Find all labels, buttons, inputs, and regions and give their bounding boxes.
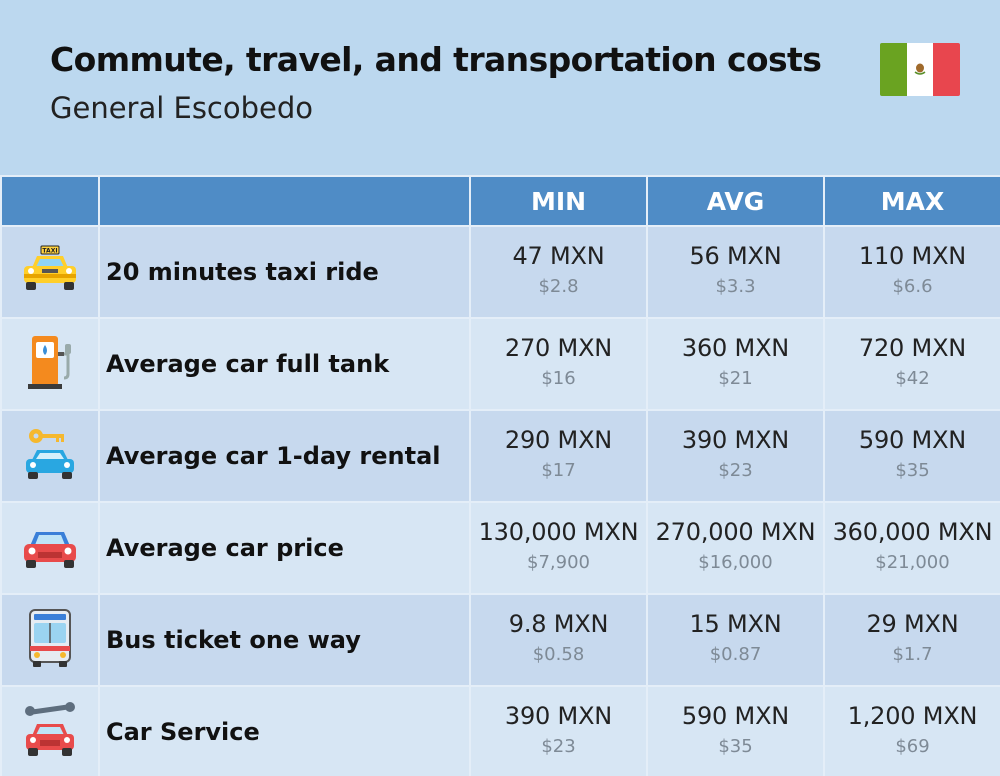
row-label: Average car price xyxy=(98,501,471,595)
table-row: Average car price 130,000 MXN $7,900 270,… xyxy=(0,501,1000,595)
max-usd: $21,000 xyxy=(875,552,950,573)
bus-icon xyxy=(29,609,71,667)
taxi-icon: TAXI xyxy=(24,245,76,290)
min-usd: $23 xyxy=(541,736,576,757)
min-mxn: 47 MXN xyxy=(512,242,605,270)
max-mxn: 590 MXN xyxy=(858,426,967,454)
max-mxn: 360,000 MXN xyxy=(832,518,993,546)
max-mxn: 110 MXN xyxy=(858,242,967,270)
max-usd: $1.7 xyxy=(892,644,933,665)
table-row: Car Service 390 MXN $23 590 MXN $35 1,200 … xyxy=(0,685,1000,776)
max-mxn: 1,200 MXN xyxy=(847,702,978,730)
max-usd: $69 xyxy=(895,736,930,757)
row-label: Average car full tank xyxy=(98,317,471,411)
row-label: Car Service xyxy=(98,685,471,776)
avg-mxn: 390 MXN xyxy=(681,426,790,454)
row-label: Bus ticket one way xyxy=(98,593,471,687)
cost-table: MIN AVG MAX TAXI xyxy=(0,175,1000,776)
min-usd: $16 xyxy=(541,368,576,389)
fuel-pump-icon xyxy=(28,336,71,389)
min-mxn: 9.8 MXN xyxy=(508,610,609,638)
avg-mxn: 15 MXN xyxy=(689,610,782,638)
col-header-max: MAX xyxy=(823,175,1000,227)
avg-mxn: 56 MXN xyxy=(689,242,782,270)
wrench-car-icon xyxy=(25,702,75,756)
table-row: Average car full tank 270 MXN $16 360 MXN… xyxy=(0,317,1000,411)
avg-mxn: 270,000 MXN xyxy=(655,518,816,546)
min-mxn: 290 MXN xyxy=(504,426,613,454)
mexico-flag-icon xyxy=(880,43,960,96)
min-usd: $0.58 xyxy=(532,644,585,665)
page-title: Commute, travel, and transportation cost… xyxy=(50,40,822,79)
svg-text:TAXI: TAXI xyxy=(42,248,57,255)
table-header-row: MIN AVG MAX xyxy=(0,175,1000,227)
table-row: Bus ticket one way 9.8 MXN $0.58 15 MXN $0… xyxy=(0,593,1000,687)
table-row: TAXI 20 minutes taxi ride 47 MXN $2.8 56 … xyxy=(0,225,1000,319)
avg-usd: $16,000 xyxy=(698,552,773,573)
avg-mxn: 590 MXN xyxy=(681,702,790,730)
city-name: General Escobedo xyxy=(50,91,314,125)
col-header-min: MIN xyxy=(469,175,648,227)
min-usd: $7,900 xyxy=(527,552,590,573)
col-header-label xyxy=(98,175,471,227)
avg-usd: $3.3 xyxy=(715,276,756,297)
table-row: Average car 1-day rental 290 MXN $17 390 … xyxy=(0,409,1000,503)
max-mxn: 720 MXN xyxy=(858,334,967,362)
avg-usd: $21 xyxy=(718,368,753,389)
car-key-icon xyxy=(26,429,74,479)
max-usd: $6.6 xyxy=(892,276,933,297)
header: Commute, travel, and transportation cost… xyxy=(0,0,1000,176)
col-header-avg: AVG xyxy=(646,175,825,227)
car-icon xyxy=(24,532,76,568)
max-usd: $35 xyxy=(895,460,930,481)
avg-usd: $0.87 xyxy=(709,644,762,665)
min-usd: $17 xyxy=(541,460,576,481)
avg-usd: $23 xyxy=(718,460,753,481)
col-header-icon xyxy=(0,175,100,227)
max-mxn: 29 MXN xyxy=(866,610,959,638)
row-label: Average car 1-day rental xyxy=(98,409,471,503)
min-mxn: 390 MXN xyxy=(504,702,613,730)
max-usd: $42 xyxy=(895,368,930,389)
row-label: 20 minutes taxi ride xyxy=(98,225,471,319)
min-usd: $2.8 xyxy=(538,276,579,297)
avg-mxn: 360 MXN xyxy=(681,334,790,362)
min-mxn: 270 MXN xyxy=(504,334,613,362)
min-mxn: 130,000 MXN xyxy=(478,518,639,546)
avg-usd: $35 xyxy=(718,736,753,757)
